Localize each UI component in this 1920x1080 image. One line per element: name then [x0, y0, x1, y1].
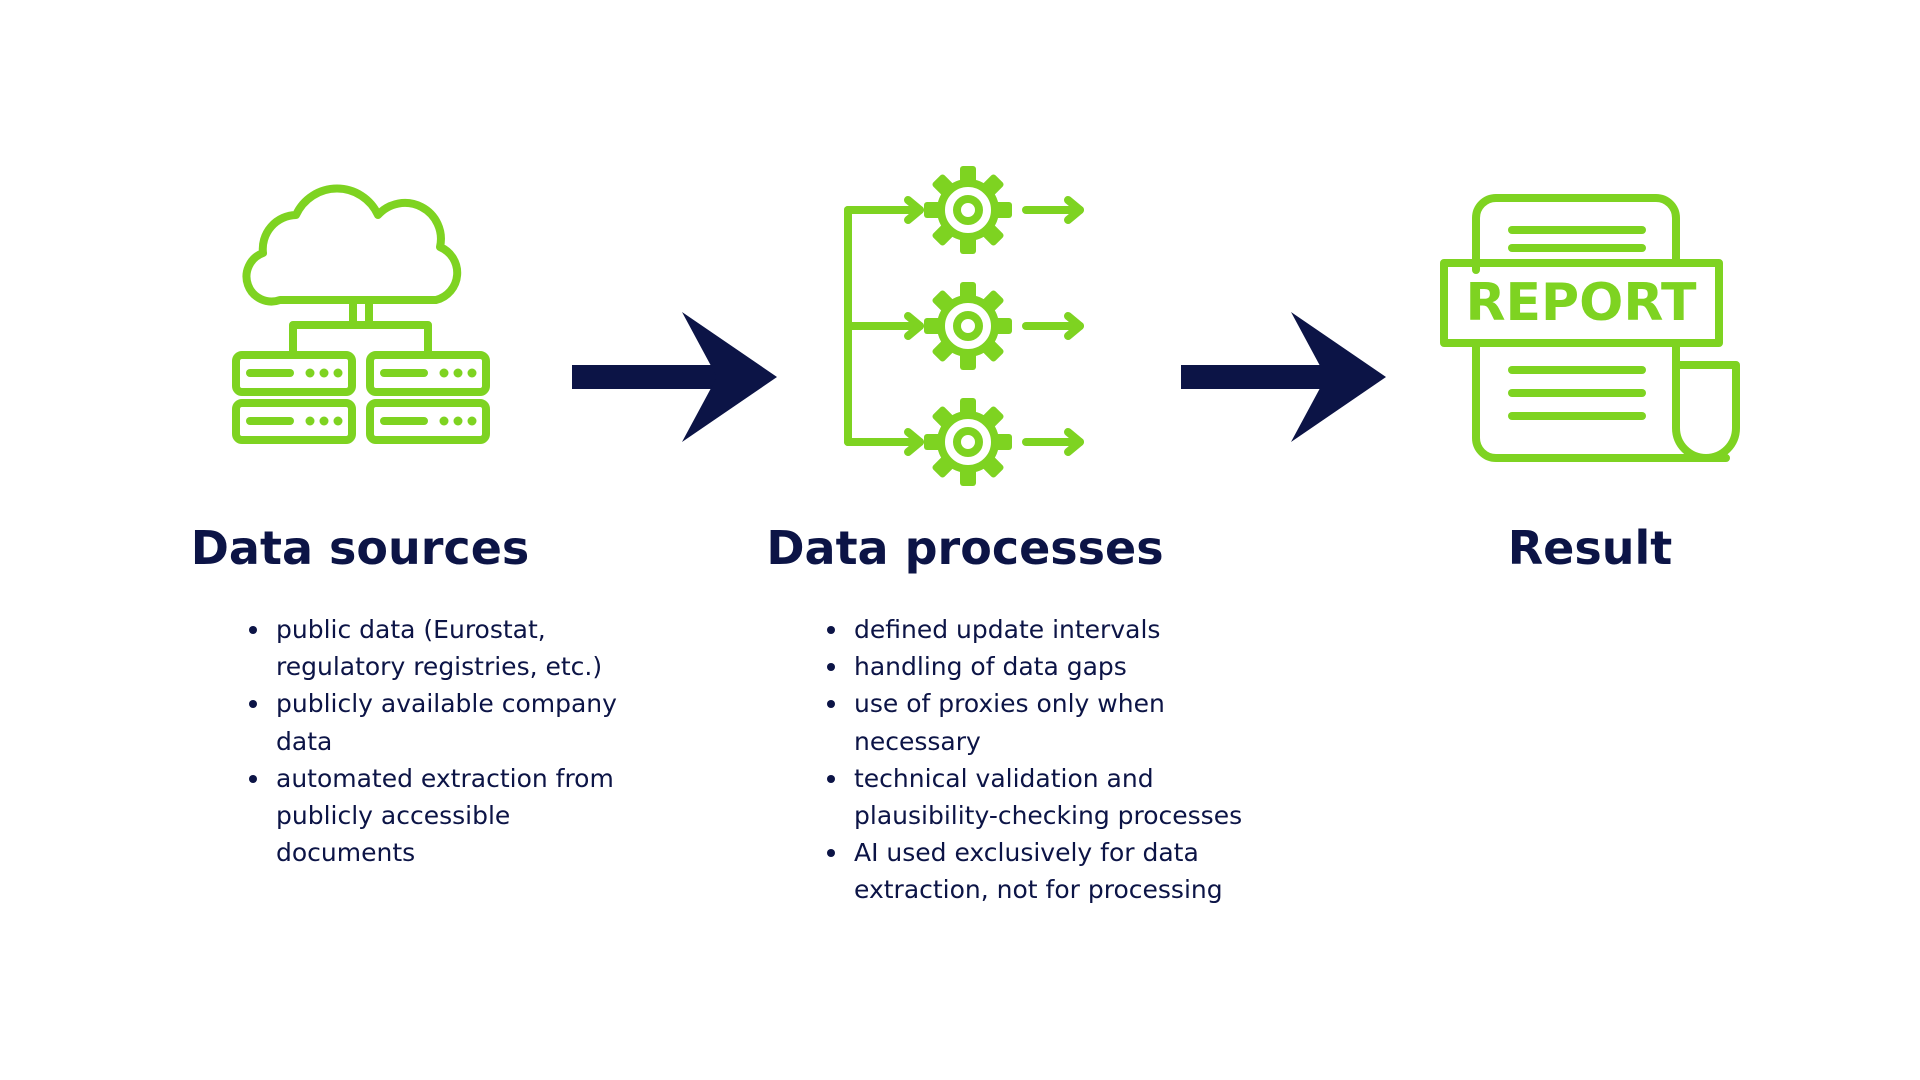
data-processes-list: defined update intervals handling of dat…	[822, 611, 1262, 909]
column-title-result: Result	[1507, 521, 1673, 575]
list-item: handling of data gaps	[822, 648, 1262, 685]
report-document-icon: REPORT	[1436, 190, 1746, 470]
data-sources-list: public data (Eurostat, regulatory regist…	[244, 611, 624, 871]
list-item: public data (Eurostat, regulatory regist…	[244, 611, 624, 685]
report-label: REPORT	[1465, 273, 1697, 333]
column-title-data-sources: Data sources	[190, 521, 530, 575]
column-title-data-processes: Data processes	[766, 521, 1164, 575]
cloud-server-icon	[228, 175, 498, 455]
list-item: AI used exclusively for data extraction,…	[822, 834, 1262, 908]
list-item: publicly available company data	[244, 685, 624, 759]
list-item: use of proxies only when necessary	[822, 685, 1262, 759]
list-item: technical validation and plausibility-ch…	[822, 760, 1262, 834]
gear-processes-icon	[840, 160, 1100, 500]
list-item: automated extraction from publicly acces…	[244, 760, 624, 872]
arrow-right-icon	[572, 312, 777, 446]
arrow-right-icon	[1181, 312, 1386, 446]
list-item: defined update intervals	[822, 611, 1262, 648]
